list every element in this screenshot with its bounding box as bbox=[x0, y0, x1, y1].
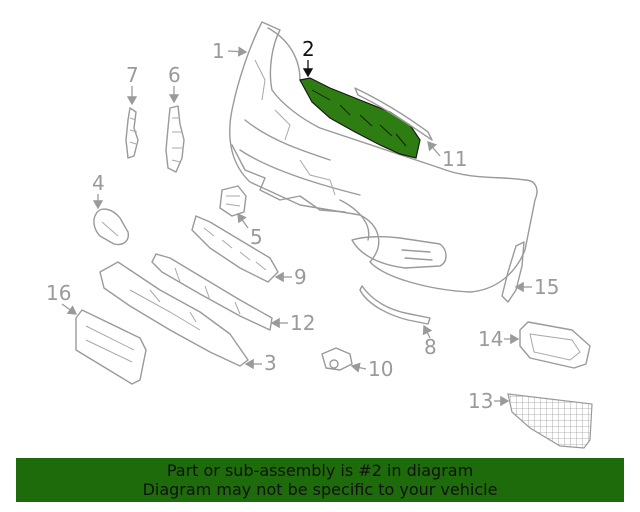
callout-7: 7 bbox=[126, 63, 139, 106]
part-13-mesh-grille[interactable] bbox=[507, 393, 593, 449]
parts-diagram: 1 2 3 4 5 6 7 8 bbox=[46, 21, 593, 449]
callout-label-4: 4 bbox=[92, 171, 105, 195]
callouts: 1 2 3 4 5 6 7 8 bbox=[46, 37, 559, 413]
callout-label-16: 16 bbox=[46, 281, 71, 305]
callout-label-15: 15 bbox=[534, 275, 559, 299]
callout-10: 10 bbox=[350, 357, 393, 381]
part-1-bumper-cover[interactable] bbox=[229, 21, 538, 293]
callout-16: 16 bbox=[46, 281, 78, 315]
callout-4: 4 bbox=[92, 171, 105, 210]
callout-label-10: 10 bbox=[368, 357, 393, 381]
callout-1: 1 bbox=[212, 39, 248, 63]
part-15-side-trim[interactable] bbox=[501, 241, 525, 303]
callout-label-13: 13 bbox=[468, 389, 493, 413]
part-4-sensor-holder[interactable] bbox=[93, 208, 129, 246]
part-3-lower-frame[interactable] bbox=[99, 261, 249, 367]
callout-14: 14 bbox=[478, 327, 520, 351]
part-11-molding-strip[interactable] bbox=[354, 87, 433, 141]
banner-line-1: Part or sub-assembly is #2 in diagram bbox=[166, 461, 474, 480]
callout-11: 11 bbox=[427, 141, 467, 171]
part-7-bracket[interactable] bbox=[125, 107, 139, 159]
callout-label-7: 7 bbox=[126, 63, 139, 87]
callout-label-9: 9 bbox=[294, 265, 307, 289]
callout-2: 2 bbox=[302, 37, 315, 78]
part-12-lower-bar[interactable] bbox=[151, 253, 273, 331]
part-14-fog-bezel[interactable] bbox=[519, 321, 591, 369]
part-5-small-bracket[interactable] bbox=[219, 185, 247, 217]
callout-label-6: 6 bbox=[168, 63, 181, 87]
callout-5: 5 bbox=[237, 212, 263, 249]
banner-line-2: Diagram may not be specific to your vehi… bbox=[142, 480, 498, 499]
callout-15: 15 bbox=[514, 275, 559, 299]
callout-12: 12 bbox=[270, 311, 315, 335]
callout-label-3: 3 bbox=[264, 351, 277, 375]
part-6-bracket[interactable] bbox=[165, 105, 185, 173]
callout-label-5: 5 bbox=[250, 225, 263, 249]
callout-label-2: 2 bbox=[302, 37, 315, 61]
callout-9: 9 bbox=[274, 265, 307, 289]
callout-label-14: 14 bbox=[478, 327, 503, 351]
callout-6: 6 bbox=[168, 63, 181, 104]
callout-8: 8 bbox=[422, 324, 437, 359]
part-8-trim-strip[interactable] bbox=[359, 285, 431, 325]
part-10-sensor[interactable] bbox=[321, 347, 353, 371]
callout-label-1: 1 bbox=[212, 39, 225, 63]
callout-label-8: 8 bbox=[424, 335, 437, 359]
callout-3: 3 bbox=[244, 351, 277, 375]
part-9-reinforcement[interactable] bbox=[191, 215, 279, 283]
part-2-bracket-highlighted[interactable] bbox=[299, 77, 421, 159]
callout-label-11: 11 bbox=[442, 147, 467, 171]
callout-13: 13 bbox=[468, 389, 510, 413]
part-16-license-bracket[interactable] bbox=[75, 309, 147, 385]
info-banner: Part or sub-assembly is #2 in diagram Di… bbox=[16, 458, 624, 502]
callout-label-12: 12 bbox=[290, 311, 315, 335]
